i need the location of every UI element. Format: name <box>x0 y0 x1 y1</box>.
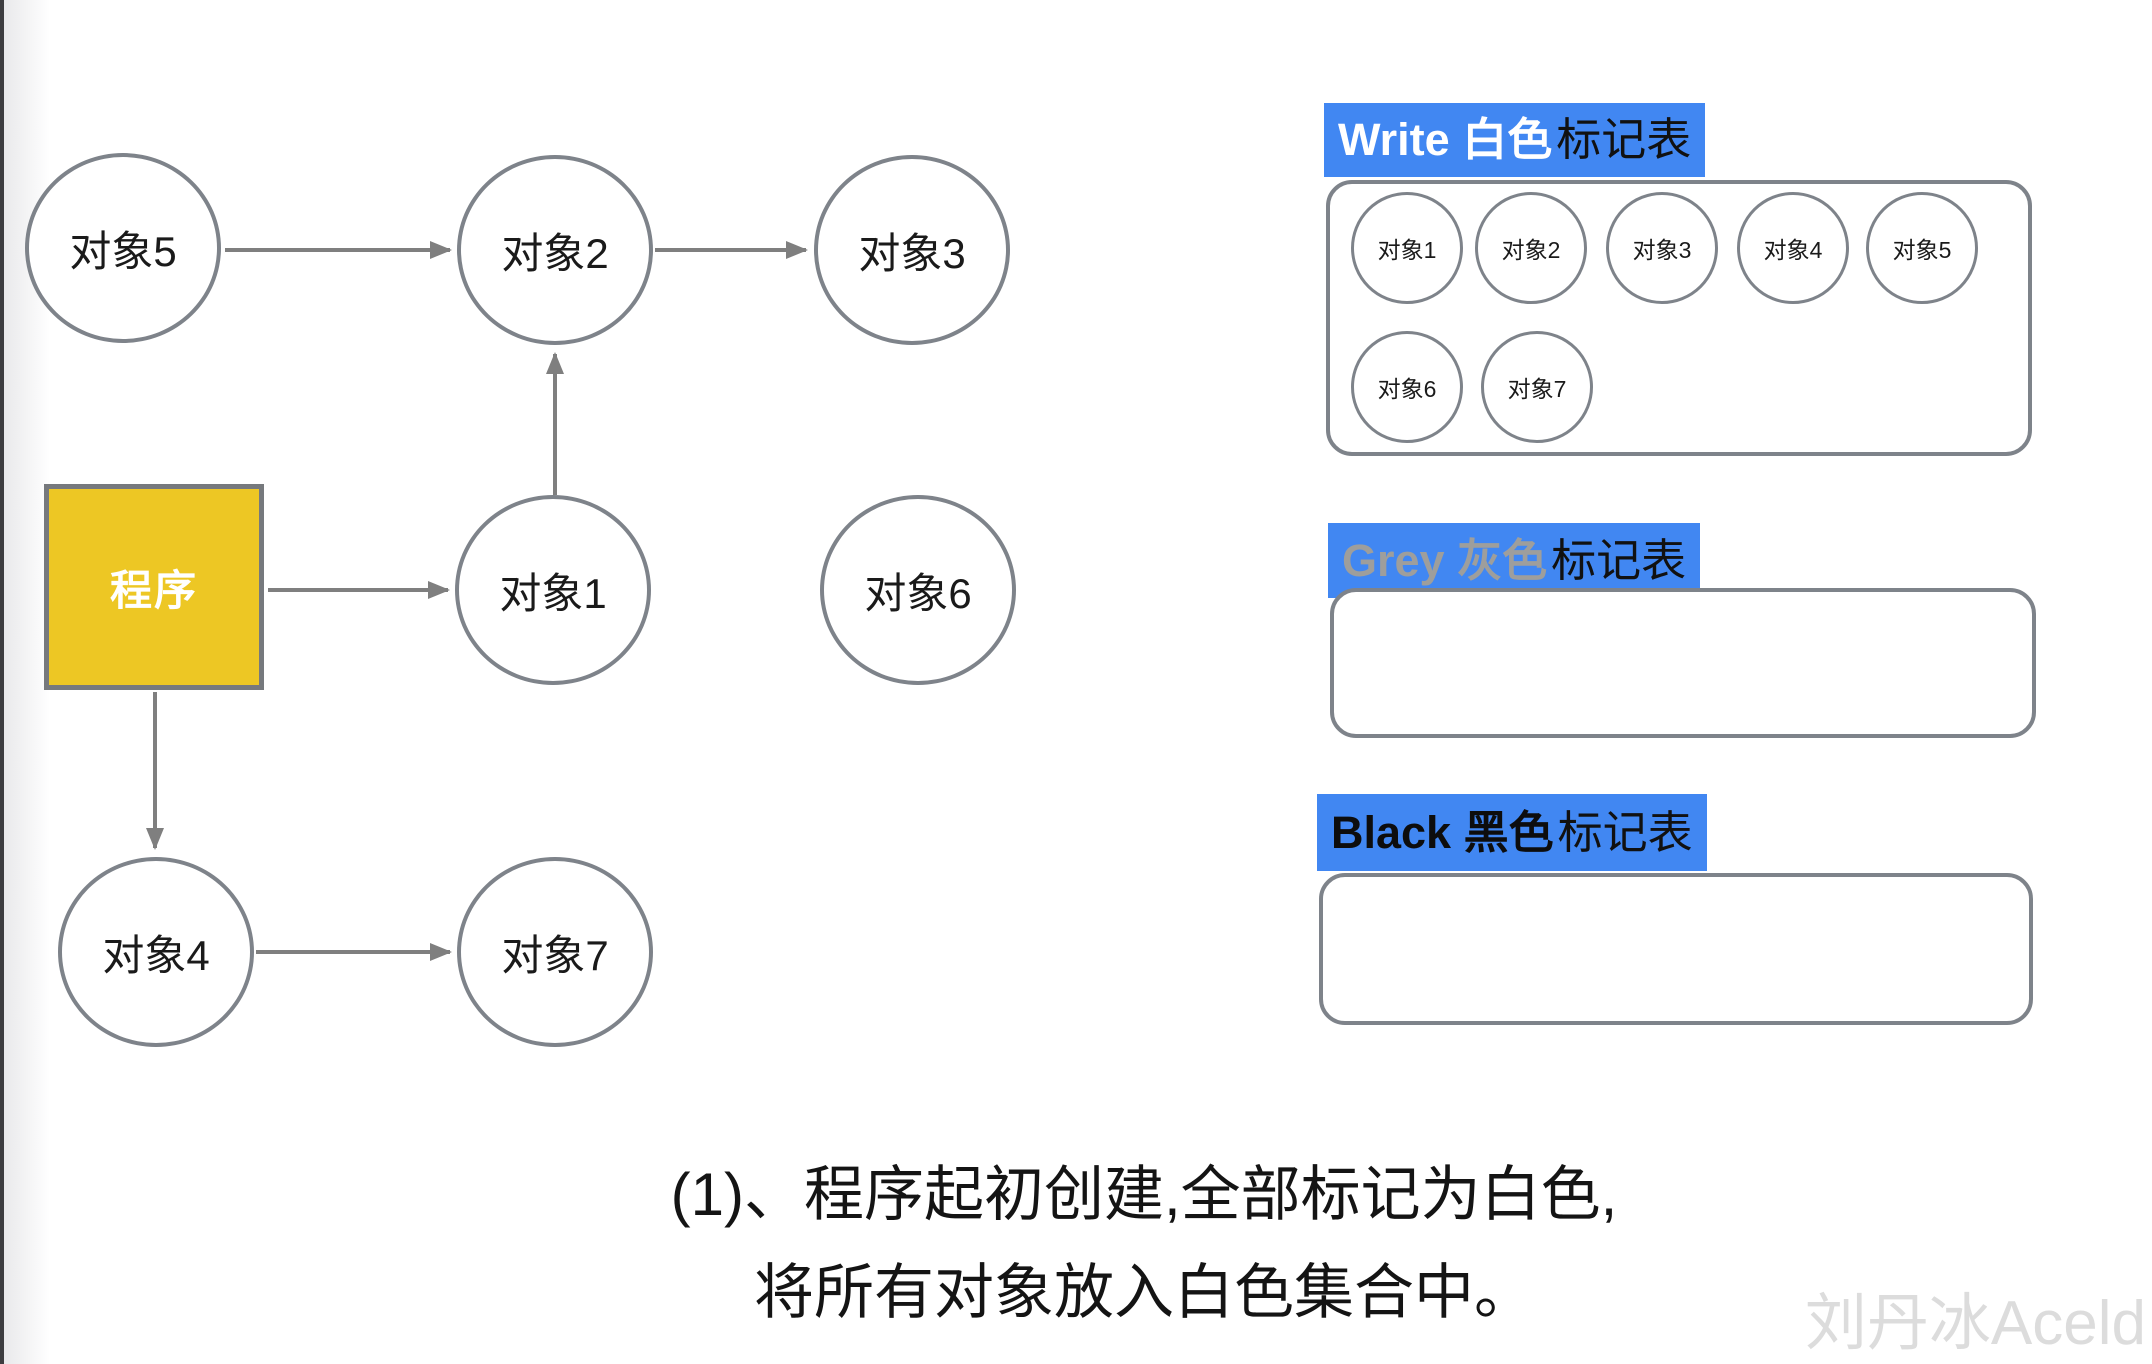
grey-table-title-zh: 标记表 <box>1551 534 1687 586</box>
caption-line1: (1)、程序起初创建,全部标记为白色, <box>670 1161 1618 1228</box>
node-label: 对象4 <box>102 931 210 979</box>
graph-node-obj4: 对象4 <box>58 857 254 1047</box>
white-table-title-zh: 标记表 <box>1556 114 1692 165</box>
graph-node-obj2: 对象2 <box>457 155 653 345</box>
white-table-item-obj5: 对象5 <box>1866 192 1978 304</box>
caption-line2: 将所有对象放入白色集合中。 <box>754 1259 1534 1326</box>
node-label: 对象3 <box>858 229 966 277</box>
white-table-item-obj6: 对象6 <box>1351 331 1463 443</box>
program-box: 程序 <box>44 484 264 690</box>
graph-node-obj3: 对象3 <box>814 155 1010 345</box>
node-label: 对象5 <box>69 227 177 275</box>
node-label: 对象6 <box>864 569 972 617</box>
white-table-item-obj7: 对象7 <box>1481 331 1593 443</box>
black-table-header: Black 黑色标记表 <box>1317 794 1707 871</box>
graph-node-obj6: 对象6 <box>820 495 1016 685</box>
graph-node-obj7: 对象7 <box>457 857 653 1047</box>
white-table-item-obj4: 对象4 <box>1737 192 1849 304</box>
mini-node-label: 对象7 <box>1507 376 1567 402</box>
mini-node-label: 对象3 <box>1632 237 1692 263</box>
white-table-item-obj3: 对象3 <box>1606 192 1718 304</box>
grey-table-title-en: Grey 灰色 <box>1342 534 1548 586</box>
node-label: 对象1 <box>499 569 607 617</box>
white-table-item-obj2: 对象2 <box>1475 192 1587 304</box>
watermark: 刘丹冰Aceld <box>1804 1289 2146 1358</box>
white-table-item-obj1: 对象1 <box>1351 192 1463 304</box>
mini-node-label: 对象6 <box>1377 376 1437 402</box>
mini-node-label: 对象1 <box>1377 237 1437 263</box>
mini-node-label: 对象4 <box>1763 237 1823 263</box>
black-table-title-en: Black 黑色 <box>1331 806 1554 858</box>
mini-node-label: 对象5 <box>1892 237 1952 263</box>
grey-table-box <box>1330 588 2036 738</box>
program-label: 程序 <box>109 566 198 614</box>
black-table-title-zh: 标记表 <box>1557 806 1693 858</box>
mini-node-label: 对象2 <box>1501 237 1561 263</box>
node-label: 对象7 <box>501 931 609 979</box>
graph-node-obj1: 对象1 <box>455 495 651 685</box>
graph-node-obj5: 对象5 <box>25 153 221 343</box>
white-table-header: Write 白色标记表 <box>1324 103 1706 177</box>
black-table-box <box>1319 873 2033 1025</box>
white-table-title-en: Write 白色 <box>1338 114 1553 165</box>
caption: (1)、程序起初创建,全部标记为白色, 将所有对象放入白色集合中。 <box>136 1146 2152 1342</box>
node-label: 对象2 <box>501 229 609 277</box>
grey-table-header: Grey 灰色标记表 <box>1328 523 1701 598</box>
left-window-edge <box>0 0 4 1364</box>
